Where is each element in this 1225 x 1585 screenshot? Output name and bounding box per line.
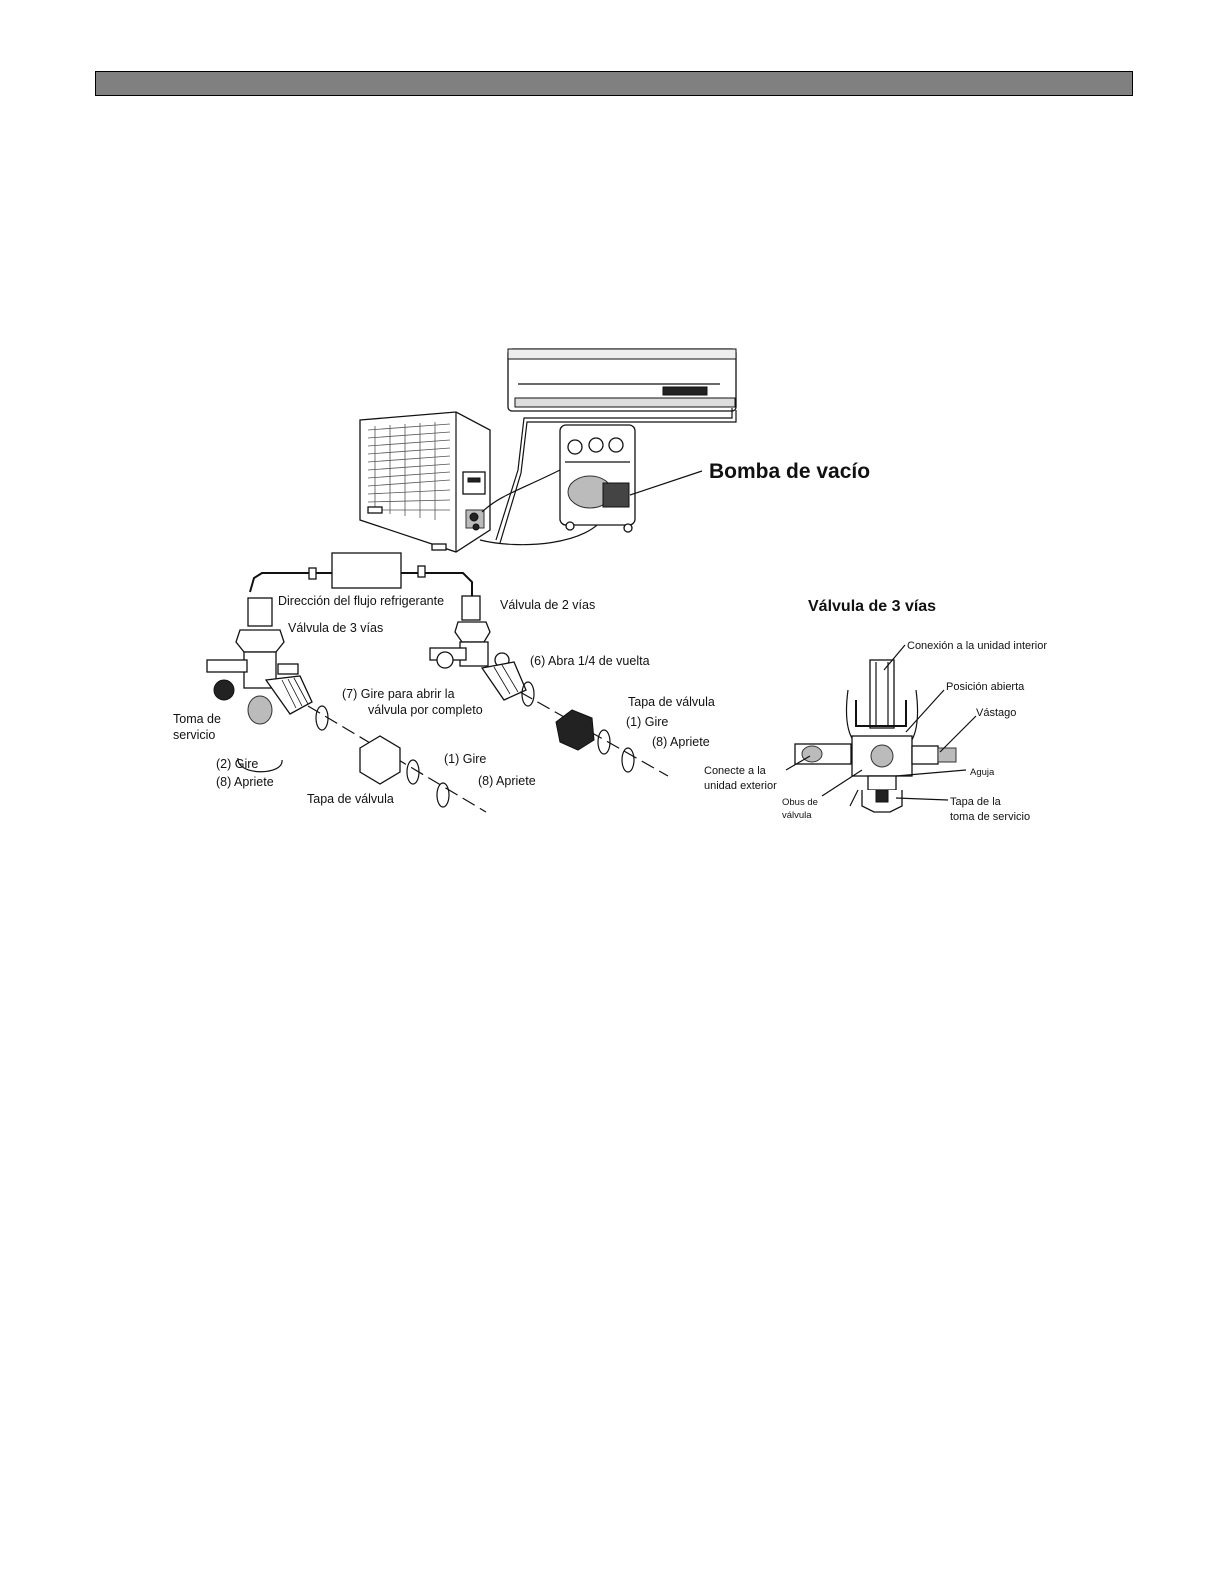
apriete-mid-label: (8) Apriete: [478, 774, 536, 788]
toma-servicio-label-1: Toma de: [173, 712, 221, 726]
obus-label-2: válvula: [782, 810, 812, 821]
tapa-toma-label-1: Tapa de la: [950, 796, 1002, 808]
valvula-3-vias-label: Válvula de 3 vías: [288, 621, 383, 635]
abra-cuarto-label: (6) Abra 1/4 de vuelta: [530, 654, 650, 668]
gire-2-label: (2) Gire: [216, 757, 258, 771]
tapa-valvula-right-label: Tapa de válvula: [628, 695, 715, 709]
tapa-toma-label-2: toma de servicio: [950, 811, 1030, 823]
section-header-bar: [95, 71, 1133, 96]
posicion-abierta-label: Posición abierta: [946, 681, 1025, 693]
valve-icon: [429, 595, 527, 701]
rotate-arrow-icon: [315, 705, 329, 731]
gire-left-label: (1) Gire: [444, 752, 486, 766]
tapa-valvula-left-label: Tapa de válvula: [307, 792, 394, 806]
gire-abrir-label-2: válvula por completo: [368, 703, 483, 717]
detail-title: Válvula de 3 vías: [808, 598, 936, 615]
apriete-left-label: (8) Apriete: [216, 775, 274, 789]
aguja-label: Aguja: [970, 767, 995, 778]
conecte-label-2: unidad exterior: [704, 780, 777, 792]
obus-label-1: Obus de: [782, 797, 818, 808]
bomba-vacio-label: Bomba de vacío: [709, 460, 870, 483]
indoor-unit-icon: [507, 348, 737, 412]
vastago-label: Vástago: [976, 707, 1016, 719]
gire-right-label: (1) Gire: [626, 715, 668, 729]
valve-cap-icon: [555, 709, 595, 751]
valvula-2-vias-label: Válvula de 2 vías: [500, 598, 595, 612]
vacuum-pump-icon: [559, 424, 636, 533]
valve-cap-icon: [359, 735, 401, 785]
outdoor-unit-icon: [359, 411, 491, 553]
direccion-flujo-label: Dirección del flujo refrigerante: [278, 594, 444, 608]
valve-icon: [206, 597, 313, 725]
gire-abrir-label-1: (7) Gire para abrir la: [342, 687, 455, 701]
conecte-label-1: Conecte a la: [704, 765, 767, 777]
conexion-interior-label: Conexión a la unidad interior: [907, 640, 1047, 652]
apriete-right-label: (8) Apriete: [652, 735, 710, 749]
valve-detail-drawing: [794, 659, 957, 813]
toma-servicio-label-2: servicio: [173, 728, 215, 742]
rotate-arrow-icon: [237, 757, 283, 773]
